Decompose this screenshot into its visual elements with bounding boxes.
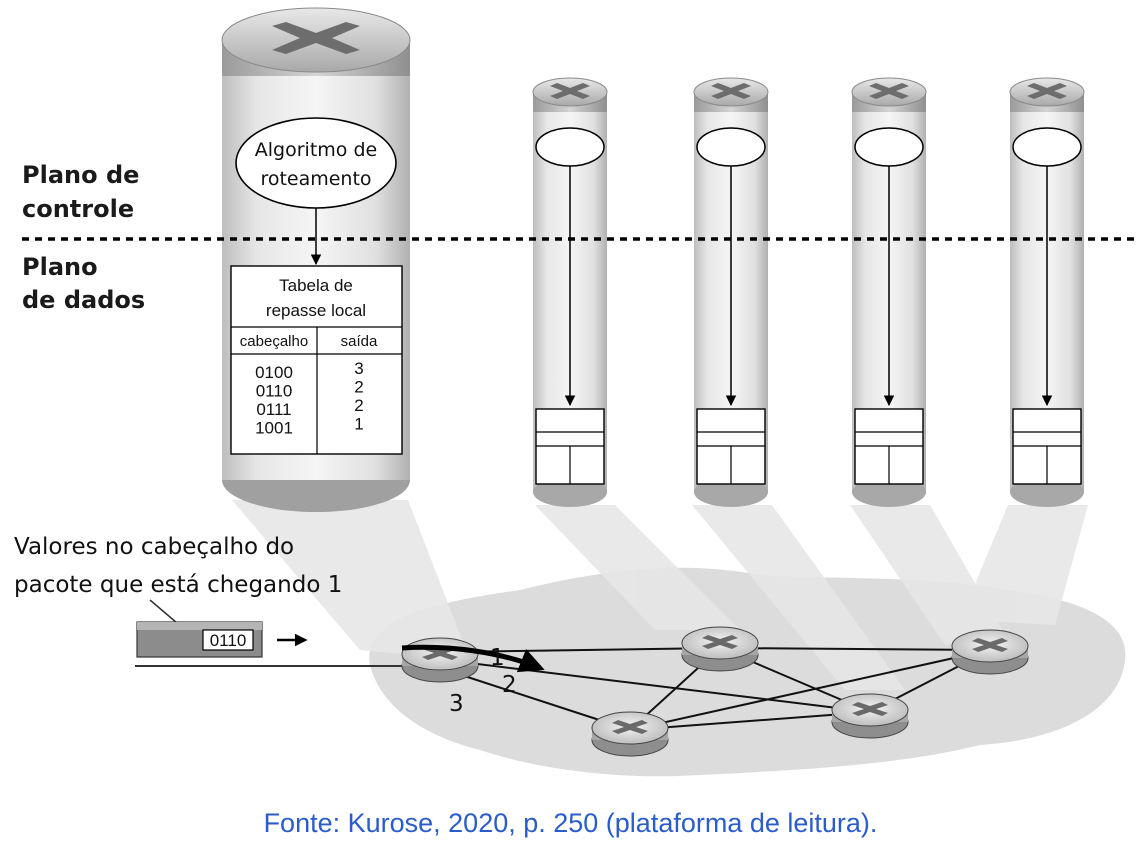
local-control-node [696,127,766,167]
local-control-node [535,127,605,167]
sdn-diagram: Algoritmo de roteamento Plano de control… [14,7,1135,777]
router-x-icon [550,83,590,99]
data-plane-label-line1: Plano [22,253,98,281]
table-cell-header: 1001 [255,419,293,438]
local-flow-table [854,408,924,485]
router-x-icon [612,720,648,734]
table-cell-output: 2 [354,396,363,415]
data-plane-routers [532,77,1085,507]
router-3 [591,711,669,757]
router-5 [951,629,1029,675]
table-rows: 0100 3 0110 2 0111 2 1001 1 [255,359,364,438]
control-plane-label-line2: controle [22,195,134,223]
table-cell-output: 2 [354,378,363,397]
port-label-1: 1 [490,645,505,671]
local-flow-table [535,408,605,485]
forwarding-path-arrow [401,644,545,673]
port-label-3: 3 [449,691,464,717]
packet-header-value: 0110 [210,631,247,650]
local-flow-table [696,408,766,485]
router-cylinder-3 [851,77,927,507]
algorithm-label-line1: Algoritmo de [255,139,377,161]
router-x-icon [702,635,738,649]
routing-algorithm-node [235,117,397,209]
router-x-icon [852,702,888,716]
data-plane-label-line2: de dados [22,286,145,314]
projection-beams [232,500,1088,690]
router-4 [831,693,909,739]
packet-annotation-line2: pacote que está chegando 1 [14,572,342,598]
control-plane-label-line1: Plano de [22,161,139,189]
port-label-2: 2 [502,672,517,698]
table-cell-header: 0111 [256,400,291,419]
incoming-packet: 0110 [136,599,263,658]
local-flow-table [1012,408,1082,485]
table-cell-output: 3 [354,359,363,378]
table-header-saida: saída [341,333,378,350]
router-x-icon [272,22,360,54]
table-title-line2: repasse local [266,301,366,320]
source-caption: Fonte: Kurose, 2020, p. 250 (plataforma … [263,808,878,838]
packet-annotation-line1: Valores no cabeçalho do [14,534,294,560]
table-cell-header: 0110 [256,382,293,401]
forwarding-table: Tabela de repasse local cabeçalho saída … [230,265,403,455]
table-header-cabecalho: cabeçalho [240,333,308,350]
router-cylinder-2 [693,77,769,507]
router-2 [681,626,759,672]
table-cell-header: 0100 [255,363,293,382]
router-x-icon [869,83,909,99]
router-cylinder-4 [1009,77,1085,507]
local-control-node [1012,127,1082,167]
table-title-line1: Tabela de [279,276,353,295]
router-x-icon [711,83,751,99]
local-control-node [854,127,924,167]
table-cell-output: 1 [354,415,363,434]
router-x-icon [1027,83,1067,99]
algorithm-label-line2: roteamento [260,168,371,190]
router-cylinder-1 [532,77,608,507]
router-1 [401,637,479,683]
router-x-icon [972,638,1008,652]
